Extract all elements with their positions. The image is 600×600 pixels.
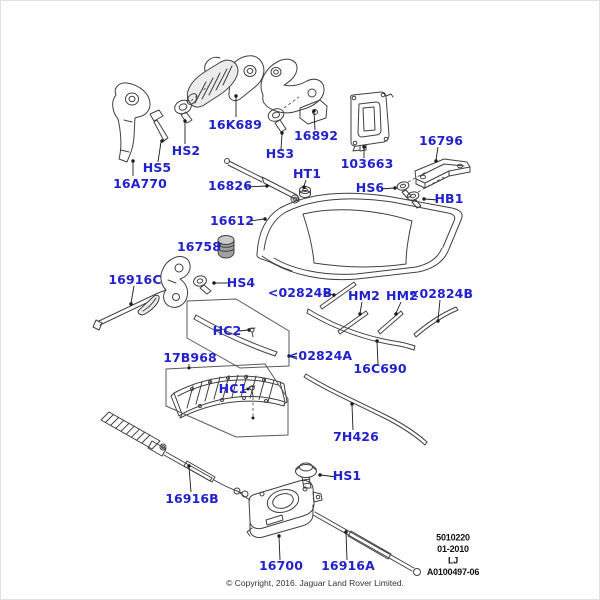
part-label-hm2-1[interactable]: HM2 [348,288,380,303]
part-16758-buffer [217,235,235,259]
part-103663-panel [350,91,394,152]
part-16916c-release-rod [92,256,191,331]
box-17b968 [165,363,289,438]
part-label-16916b[interactable]: 16916B [165,491,219,506]
part-02824a-seal-strip [193,314,278,357]
part-label-hs5[interactable]: HS5 [143,160,171,175]
drawing-code-line-3: A0100497-06 [427,567,480,577]
part-label-16c690[interactable]: 16C690 [353,361,406,376]
part-hs4-screw [193,275,212,295]
part-label-16892[interactable]: 16892 [294,128,338,143]
part-17b968-grille-panel [170,374,288,419]
assembly-dashed-lines [190,85,445,417]
part-label-16758[interactable]: 16758 [177,239,221,254]
part-hs6-screw [396,181,412,199]
part-16916a-rod [312,511,421,576]
part-hs5-screw [149,109,169,142]
leader-lines [129,94,441,561]
drawing-code-line-0: 5010220 [436,533,470,543]
part-16c690-seal [306,308,416,351]
part-label-16796[interactable]: 16796 [419,133,463,148]
part-16892-hinge-arm [260,58,328,125]
part-label-103663[interactable]: 103663 [341,156,394,171]
part-label-hc2[interactable]: HC2 [213,323,242,338]
part-16700-latch [233,479,323,539]
part-16796-bracket [414,158,471,189]
part-label-02824a[interactable]: <02824A [288,348,353,363]
part-label-16612[interactable]: 16612 [210,213,254,228]
part-7h426-weatherstrip [303,373,428,446]
part-16a770-bracket [112,82,151,163]
part-label-hm2-2[interactable]: HM2 [386,288,418,303]
part-16612-hood [256,192,463,281]
part-label-hc1[interactable]: HC1 [219,381,248,396]
part-hm2-strip-2 [377,310,404,335]
part-hs1-bolt [295,462,317,489]
part-hc1-clip [248,385,256,397]
part-02824b-strip-right [413,306,459,338]
part-label-hs2[interactable]: HS2 [172,143,200,158]
part-label-ht1[interactable]: HT1 [293,166,321,181]
part-label-hb1[interactable]: HB1 [435,191,464,206]
part-label-16916a[interactable]: 16916A [321,558,375,573]
part-label-02824b-left[interactable]: <02824B [268,285,332,300]
part-label-16a770[interactable]: 16A770 [113,176,167,191]
reference-boxes [165,298,290,438]
part-16916b-release-cable [100,411,249,498]
box-02824a [186,298,290,369]
part-label-16916c[interactable]: 16916C [108,272,161,287]
part-label-hs4[interactable]: HS4 [227,275,256,290]
part-label-16826[interactable]: 16826 [208,178,252,193]
part-label-16700[interactable]: 16700 [259,558,303,573]
copyright-notice: © Copyright, 2016. Jaguar Land Rover Lim… [226,578,404,588]
part-label-hs1[interactable]: HS1 [333,468,361,483]
part-label-17b968[interactable]: 17B968 [163,350,217,365]
part-hm2-strip-1 [337,310,369,335]
part-02824b-strip-left [319,281,357,310]
part-label-hs6[interactable]: HS6 [356,180,385,195]
part-label-16k689[interactable]: 16K689 [208,117,262,132]
part-16826-gas-strut [224,158,300,204]
drawing-code-line-2: LJ [448,556,458,566]
part-hs3-screw [267,108,287,133]
part-label-hs3[interactable]: HS3 [266,146,294,161]
part-label-02824b-right[interactable]: <02824B [409,286,473,301]
drawing-code-line-1: 01-2010 [437,544,469,554]
part-label-7h426[interactable]: 7H426 [333,429,379,444]
part-16k689-hinge-spring [186,55,265,108]
